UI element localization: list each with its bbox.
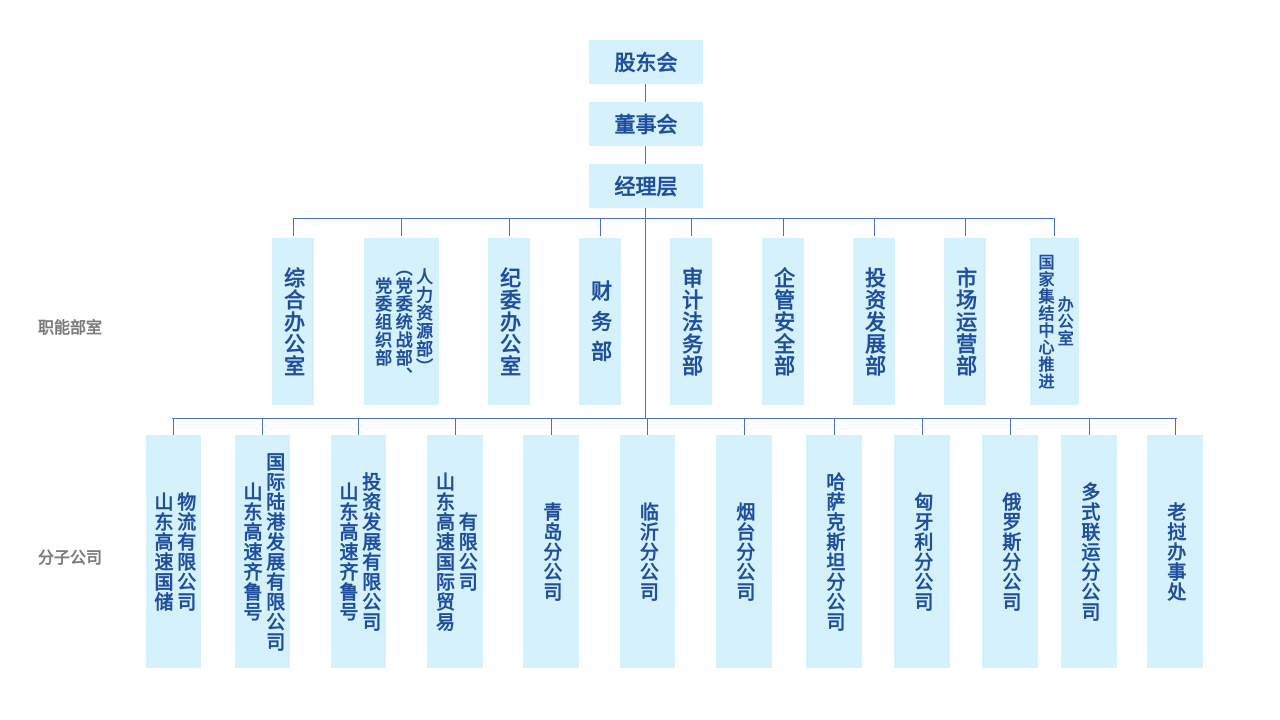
department-node: 市场运营部 xyxy=(944,238,986,405)
node-label-line: 综合办公室 xyxy=(281,266,306,377)
node-label-line: 人力资源部） xyxy=(412,267,433,376)
node-label: 股东会 xyxy=(614,51,678,75)
branch-node: 临沂分公司 xyxy=(620,435,675,668)
department-node: 党委组织部（党委统战部、人力资源部） xyxy=(364,238,439,405)
node-label-line: 企管安全部 xyxy=(771,266,796,377)
department-node: 财 务 部 xyxy=(579,238,621,405)
connector-drop xyxy=(874,219,875,236)
connector-drop xyxy=(1175,419,1176,436)
connector-drop xyxy=(455,419,456,436)
node-management: 经理层 xyxy=(589,164,703,208)
connector-drop xyxy=(173,419,174,436)
branch-node: 老挝办事处 xyxy=(1147,435,1203,668)
node-label-line: 纪委办公室 xyxy=(497,266,522,377)
connector-drop xyxy=(262,419,263,436)
connector-trunk xyxy=(645,84,646,419)
branch-node: 山东高速齐鲁号国际陆港发展有限公司 xyxy=(235,435,290,668)
node-label-line: 临沂分公司 xyxy=(636,501,659,602)
node-label-line: 国家集结中心推进 xyxy=(1035,253,1055,390)
department-node: 企管安全部 xyxy=(762,238,804,405)
connector-departments-bar xyxy=(293,218,1055,219)
connector-drop xyxy=(1010,419,1011,436)
branch-node: 匈牙利分公司 xyxy=(894,435,950,668)
node-label-line: （党委统战部、 xyxy=(391,258,412,385)
node-label-line: 投资发展有限公司 xyxy=(359,471,382,632)
node-label-line: 党委组织部 xyxy=(371,276,392,367)
branch-node: 俄罗斯分公司 xyxy=(982,435,1038,668)
row-label-branches: 分子公司 xyxy=(38,548,103,567)
node-label: 董事会 xyxy=(614,113,678,137)
node-label-line: 办公室 xyxy=(1054,296,1074,347)
node-label-line: 青岛分公司 xyxy=(540,501,563,602)
connector-drop xyxy=(1054,219,1055,236)
node-label-line: 国际陆港发展有限公司 xyxy=(263,451,286,652)
node-label-line: 多式联运分公司 xyxy=(1078,481,1101,622)
connector-drop xyxy=(965,219,966,236)
node-label-line: 山东高速齐鲁号 xyxy=(336,481,359,622)
node-board-of-directors: 董事会 xyxy=(589,102,703,146)
department-node: 投资发展部 xyxy=(853,238,895,405)
node-label-line: 烟台分公司 xyxy=(733,501,756,602)
node-label-line: 审计法务部 xyxy=(679,266,704,377)
branch-node: 青岛分公司 xyxy=(523,435,579,668)
connector-drop xyxy=(783,219,784,236)
node-label-line: 投资发展部 xyxy=(862,266,887,377)
connector-drop xyxy=(922,419,923,436)
node-label-line: 物流有限公司 xyxy=(174,491,197,612)
connector-drop xyxy=(1089,419,1090,436)
connector-branches-bar xyxy=(172,418,1177,419)
node-label-line: 有限公司 xyxy=(455,511,478,592)
node-label-line: 财 务 部 xyxy=(588,280,613,363)
department-node: 综合办公室 xyxy=(272,238,314,405)
node-label-line: 哈萨克斯坦分公司 xyxy=(823,471,846,632)
node-label: 经理层 xyxy=(614,175,678,199)
node-label-line: 市场运营部 xyxy=(953,266,978,377)
node-label-line: 匈牙利分公司 xyxy=(911,491,934,612)
department-node: 国家集结中心推进办公室 xyxy=(1030,238,1079,405)
department-node: 纪委办公室 xyxy=(488,238,530,405)
branch-node: 山东高速齐鲁号投资发展有限公司 xyxy=(331,435,386,668)
connector-drop xyxy=(744,419,745,436)
node-label-line: 俄罗斯分公司 xyxy=(999,491,1022,612)
connector-drop xyxy=(358,419,359,436)
connector-drop xyxy=(647,419,648,436)
connector-drop xyxy=(600,219,601,236)
branch-node: 山东高速国际贸易有限公司 xyxy=(427,435,483,668)
node-label-line: 山东高速齐鲁号 xyxy=(240,481,263,622)
branch-node: 烟台分公司 xyxy=(716,435,772,668)
node-shareholders-meeting: 股东会 xyxy=(589,40,703,84)
node-label-line: 老挝办事处 xyxy=(1164,501,1187,602)
node-label-line: 山东高速国际贸易 xyxy=(433,471,455,632)
connector-drop xyxy=(691,219,692,236)
connector-drop xyxy=(401,219,402,236)
branch-node: 山东高速国储物流有限公司 xyxy=(146,435,201,668)
department-node: 审计法务部 xyxy=(670,238,712,405)
branch-node: 多式联运分公司 xyxy=(1061,435,1117,668)
connector-drop xyxy=(834,419,835,436)
row-label-departments: 职能部室 xyxy=(38,318,103,337)
connector-drop xyxy=(293,219,294,236)
connector-drop xyxy=(509,219,510,236)
connector-drop xyxy=(551,419,552,436)
node-label-line: 山东高速国储 xyxy=(151,491,174,612)
branch-node: 哈萨克斯坦分公司 xyxy=(806,435,862,668)
